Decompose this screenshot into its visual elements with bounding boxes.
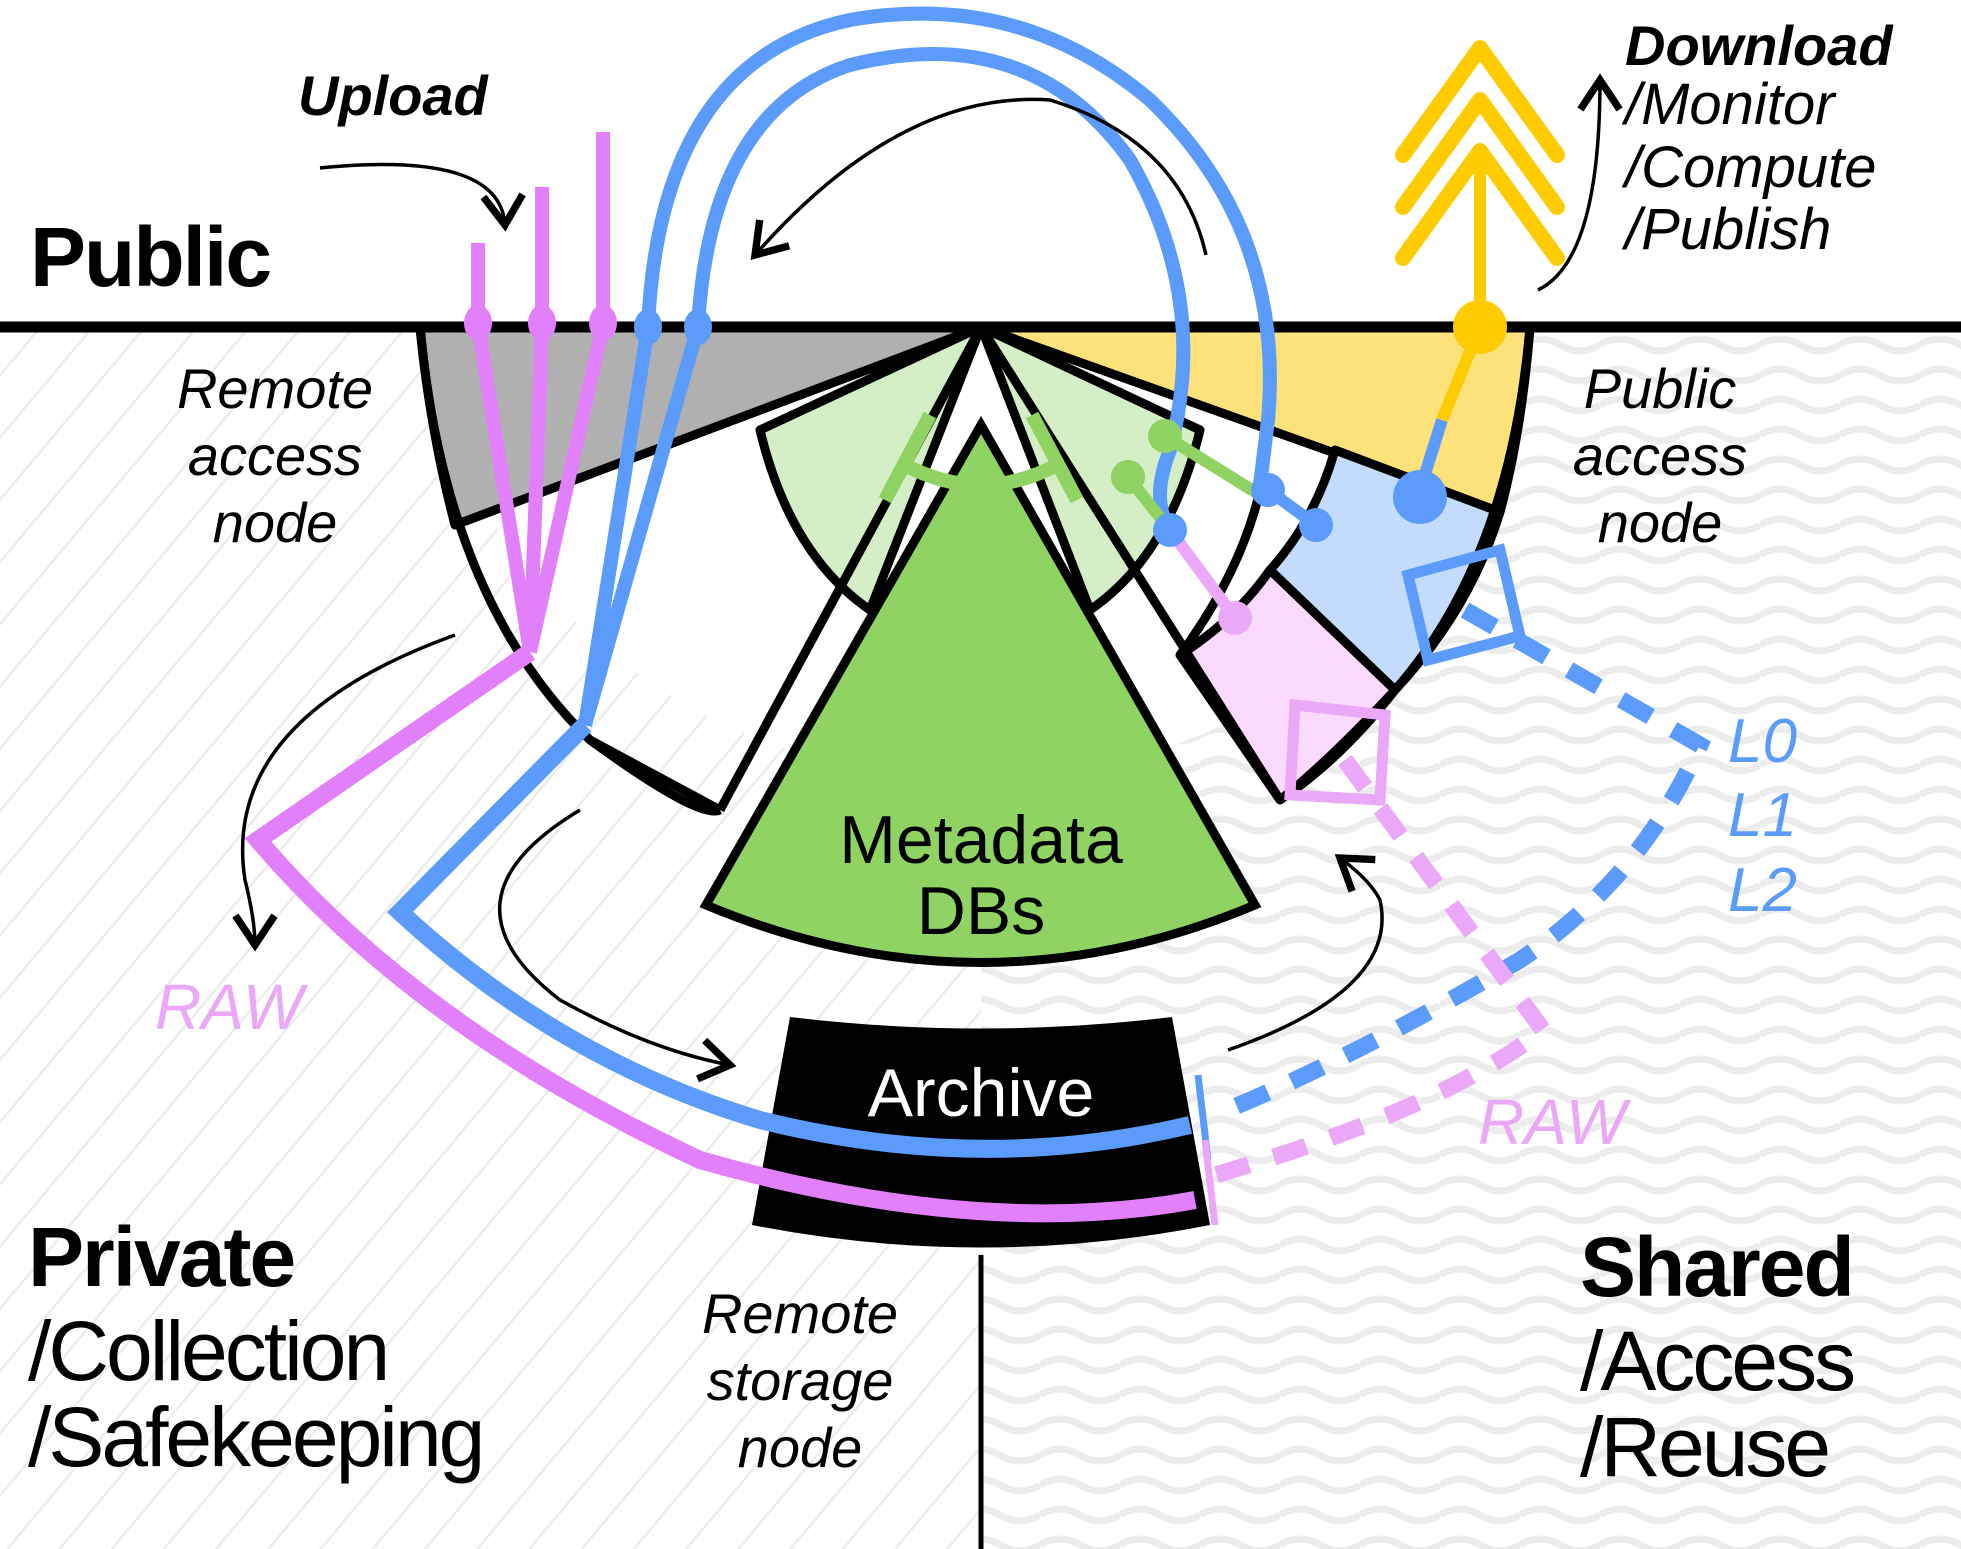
label-line: Remote — [176, 357, 374, 420]
metadata-dbs-label: Metadata DBs — [806, 802, 1156, 950]
label-line: Public — [1583, 357, 1737, 420]
cycle-arrows — [232, 73, 1623, 1083]
download-path — [1393, 40, 1565, 524]
metadata-link-arc — [901, 458, 1061, 492]
archive-label: Archive — [867, 1055, 1095, 1131]
remote-access-node-label: Remote access node — [150, 355, 400, 557]
raw-entry-nodes — [464, 305, 617, 341]
label-line: node — [737, 1416, 863, 1480]
raw-label-right: RAW — [1478, 1086, 1627, 1158]
processed-pins — [1153, 473, 1333, 635]
label-line: node — [1597, 491, 1723, 555]
metadata-pins — [1111, 419, 1272, 534]
level-label: L1 — [1728, 781, 1797, 851]
zone-subtitle: /Reuse — [1580, 1399, 1831, 1494]
private-zone-label: Private /Collection /Safekeeping — [28, 1210, 485, 1484]
shared-zone-label: Shared /Access /Reuse — [1580, 1220, 1856, 1494]
zone-title-shared: Shared — [1580, 1220, 1855, 1314]
level-label: L2 — [1728, 855, 1797, 925]
download-label-group: Download /Monitor /Compute /Publish — [1625, 18, 1893, 262]
processed-export-path — [1211, 543, 1711, 1123]
zone-subtitle: /Collection — [28, 1304, 390, 1398]
label-line: Remote — [701, 1282, 899, 1345]
label-line: DBs — [916, 873, 1046, 950]
download-subtitle: /Compute — [1625, 134, 1877, 200]
label-line: access — [1572, 424, 1748, 488]
label-line: storage — [706, 1349, 894, 1413]
download-subtitle: /Monitor — [1625, 72, 1835, 137]
download-label: Download — [1625, 14, 1893, 77]
label-line: Metadata — [839, 802, 1123, 878]
processing-levels: L0 L1 L2 — [1728, 705, 1797, 928]
metadata-cache-left — [755, 322, 986, 615]
metadata-dbs-sector — [699, 415, 1262, 967]
raw-label-left: RAW — [155, 971, 304, 1043]
public-access-node-label: Public access node — [1545, 355, 1775, 557]
processed-entry-nodes — [634, 309, 712, 345]
zone-title-private: Private — [28, 1210, 296, 1304]
label-line: access — [187, 424, 363, 488]
raw-export-path — [1212, 698, 1555, 1184]
download-subtitle: /Publish — [1625, 197, 1832, 263]
zone-title-public: Public — [30, 210, 272, 304]
download-chevrons-icon — [1395, 40, 1565, 266]
remote-storage-node-label: Remote storage node — [670, 1280, 930, 1482]
zone-subtitle: /Access — [1580, 1314, 1856, 1408]
upload-label: Upload — [298, 64, 488, 127]
label-line: node — [212, 491, 338, 555]
node-ring — [415, 322, 1535, 816]
zone-subtitle: /Safekeeping — [28, 1389, 485, 1484]
level-label: L0 — [1728, 707, 1797, 776]
